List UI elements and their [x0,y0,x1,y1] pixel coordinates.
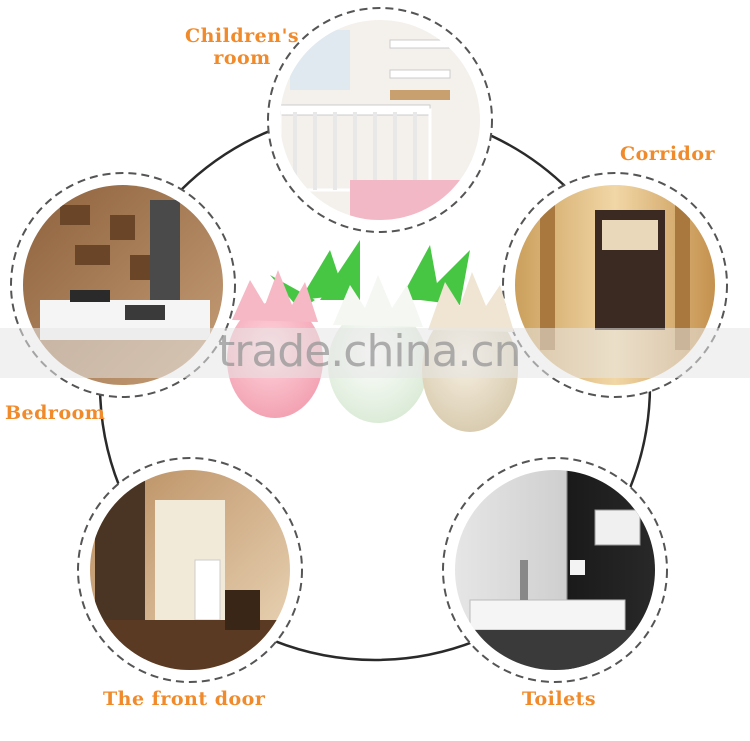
label-childrens-room-line1: Children's [185,25,300,47]
label-toilets: Toilets [522,688,597,710]
toilets-photo [442,457,668,683]
childrens-room-photo [267,7,493,233]
watermark-band [0,328,750,378]
label-corridor: Corridor [620,143,716,165]
watermark-text: trade.china.cn [218,326,522,377]
label-childrens-room-line2: room [213,47,271,69]
label-childrens-room: Children's room [185,25,299,69]
front-door-photo [77,457,303,683]
label-bedroom: Bedroom [5,402,106,424]
label-front-door: The front door [103,688,266,710]
